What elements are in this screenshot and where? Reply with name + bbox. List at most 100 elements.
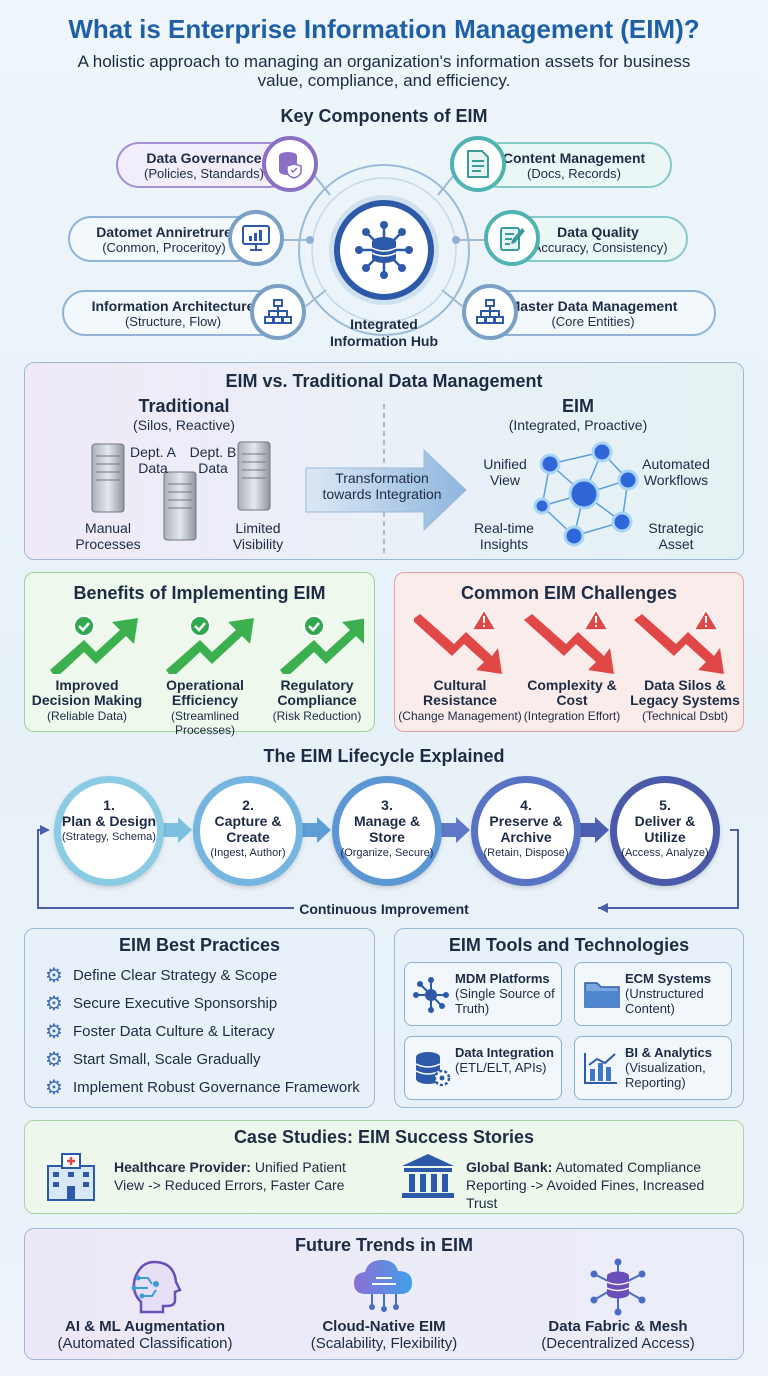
ai-head-icon xyxy=(131,1260,182,1314)
challenge-sub: (Change Management) xyxy=(398,709,522,723)
component-title: Data Governance xyxy=(146,150,262,166)
challenge-title: Data Silos & Legacy Systems xyxy=(630,677,740,708)
challenge-sub: (Technical Dsbt) xyxy=(641,709,729,723)
bar-chart-icon xyxy=(584,1053,617,1084)
challenge-title: Complexity & Cost xyxy=(527,677,617,708)
lifecycle-step-preserve: 4. Preserve & Archive (Retain, Dispose) xyxy=(471,776,581,886)
practice-item: ⚙ Secure Executive Sponsorship xyxy=(45,991,277,1016)
component-information-architecture: Information Architecture (Structure, Flo… xyxy=(62,290,284,336)
component-title: Master Data Management xyxy=(508,298,678,314)
server-icon xyxy=(163,471,197,541)
server-icon xyxy=(237,441,271,511)
hub-database-icon xyxy=(355,221,413,279)
component-sub: (Core Entities) xyxy=(551,314,635,329)
tool-title: BI & Analytics xyxy=(625,1045,712,1060)
component-title: Datomet Anniretrure xyxy=(96,224,232,240)
practice-label: Start Small, Scale Gradually xyxy=(72,1051,261,1068)
case-bank-name: Global Bank: xyxy=(466,1159,553,1175)
step-title: Capture & Create xyxy=(214,813,282,845)
tool-sub: (Visualization, Reporting) xyxy=(625,1060,706,1090)
practice-item: ⚙Foster Data Culture & Literacy xyxy=(45,1019,275,1044)
folder-icon xyxy=(584,982,620,1008)
tool-sub: (ETL/ELT, APIs) xyxy=(455,1060,547,1075)
practice-item: ⚙ Start Small, Scale Gradually xyxy=(45,1047,261,1072)
practice-label: Implement Robust Governance Framework xyxy=(72,1079,360,1096)
step-number: 3. xyxy=(381,797,393,813)
tool-bi-analytics: BI & Analytics(Visualization, Reporting) xyxy=(574,1036,732,1100)
lifecycle-arrows xyxy=(160,817,609,843)
gear-icon: ⚙ xyxy=(45,965,63,987)
tool-data-integration: Data Integration(ETL/ELT, APIs) xyxy=(404,1036,562,1100)
component-sub: (Structure, Flow) xyxy=(124,314,222,329)
traditional-title: Traditional xyxy=(138,396,230,416)
tool-mdm-platforms: MDM Platforms(Single Source of Truth) xyxy=(404,962,562,1026)
practice-label: Foster Data Culture & Literacy xyxy=(72,1023,275,1040)
component-sub: (Conmon, Proceritoy) xyxy=(102,240,226,255)
tool-text: BI & Analytics(Visualization, Reporting) xyxy=(625,1045,731,1090)
trend-title: Cloud-Native EIM xyxy=(322,1318,446,1335)
tool-text: ECM Systems(Unstructured Content) xyxy=(625,971,731,1016)
strategic-asset-label: Strategic Asset xyxy=(648,520,704,552)
step-title: Deliver & Utilize xyxy=(634,813,696,845)
page-title: What is Enterprise Information Managemen… xyxy=(68,14,700,44)
step-number: 1. xyxy=(103,797,115,813)
gear-icon: ⚙ xyxy=(45,993,63,1015)
step-number: 2. xyxy=(242,797,254,813)
eim-network-graphic xyxy=(533,441,639,547)
trend-title: AI & ML Augmentation xyxy=(65,1318,225,1335)
trend-title: Data Fabric & Mesh xyxy=(548,1318,688,1335)
comparison-heading: EIM vs. Traditional Data Management xyxy=(225,371,543,391)
trend-sub: (Decentralized Access) xyxy=(541,1335,695,1352)
manual-processes-label: Manual Processes xyxy=(75,520,141,552)
component-sub: (Docs, Records) xyxy=(527,166,621,181)
trends-heading: Future Trends in EIM xyxy=(294,1235,473,1255)
benefit-sub: (Reliable Data) xyxy=(46,709,128,723)
practice-label: Secure Executive Sponsorship xyxy=(72,995,278,1012)
server-icon xyxy=(91,443,125,513)
benefit-title: Operational Efficiency xyxy=(166,677,244,708)
lifecycle-heading: The EIM Lifecycle Explained xyxy=(263,746,505,766)
step-sub: (Organize, Secure) xyxy=(340,847,434,859)
page-subtitle: A holistic approach to managing an organ… xyxy=(77,52,691,90)
hub-circle xyxy=(334,200,434,300)
component-title: Information Architecture xyxy=(91,298,255,314)
document-icon xyxy=(450,136,506,192)
step-title: Manage & Store xyxy=(353,813,421,845)
challenge-sub: (Integration Effort) xyxy=(523,709,621,723)
step-title: Preserve & Archive xyxy=(489,813,563,845)
hub-label: Integrated Information Hub xyxy=(329,316,439,349)
step-sub: (Strategy, Schema) xyxy=(62,831,156,843)
database-gear-icon xyxy=(415,1052,451,1087)
case-healthcare: Healthcare Provider: Unified Patient Vie… xyxy=(114,1158,374,1194)
growth-arrows-graphic xyxy=(50,615,364,674)
tools-heading: EIM Tools and Technologies xyxy=(448,935,690,955)
gear-icon: ⚙ xyxy=(45,1049,63,1071)
component-title: Content Management xyxy=(502,150,646,166)
trend-sub: (Scalability, Flexibility) xyxy=(310,1335,458,1352)
benefits-heading: Benefits of Implementing EIM xyxy=(73,583,326,603)
benefit-sub: (Streamlined Processes) xyxy=(170,709,240,737)
lifecycle-step-capture: 2. Capture & Create (Ingest, Author) xyxy=(193,776,303,886)
step-number: 4. xyxy=(520,797,532,813)
component-datomet-anniretrure: Datomet Anniretrure (Conmon, Proceritoy) xyxy=(68,216,260,262)
continuous-improvement-label: Continuous Improvement xyxy=(299,901,469,917)
tool-text: Data Integration(ETL/ELT, APIs) xyxy=(455,1045,554,1075)
components-connectors xyxy=(280,164,486,336)
step-number: 5. xyxy=(659,797,671,813)
trend-sub: (Automated Classification) xyxy=(57,1335,233,1352)
step-title: Plan & Design xyxy=(61,813,157,829)
practice-item: ⚙Define Clear Strategy & Scope xyxy=(45,963,277,988)
transformation-label: Transformation towards Integration xyxy=(322,470,442,502)
step-sub: (Retain, Dispose) xyxy=(483,847,569,859)
dept-a-label: Dept. A Data xyxy=(130,444,176,476)
tool-ecm-systems: ECM Systems(Unstructured Content) xyxy=(574,962,732,1026)
case-studies-heading: Case Studies: EIM Success Stories xyxy=(233,1127,535,1147)
step-sub: (Access, Analyze) xyxy=(621,847,709,859)
network-hub-icon xyxy=(413,977,449,1013)
decline-arrows-graphic xyxy=(414,608,724,674)
gear-icon: ⚙ xyxy=(45,1077,63,1099)
tool-text: MDM Platforms(Single Source of Truth) xyxy=(455,971,561,1016)
components-heading: Key Components of EIM xyxy=(280,106,488,126)
realtime-insights-label: Real-time Insights xyxy=(474,520,534,552)
lifecycle-step-deliver: 5. Deliver & Utilize (Access, Analyze) xyxy=(610,776,720,886)
